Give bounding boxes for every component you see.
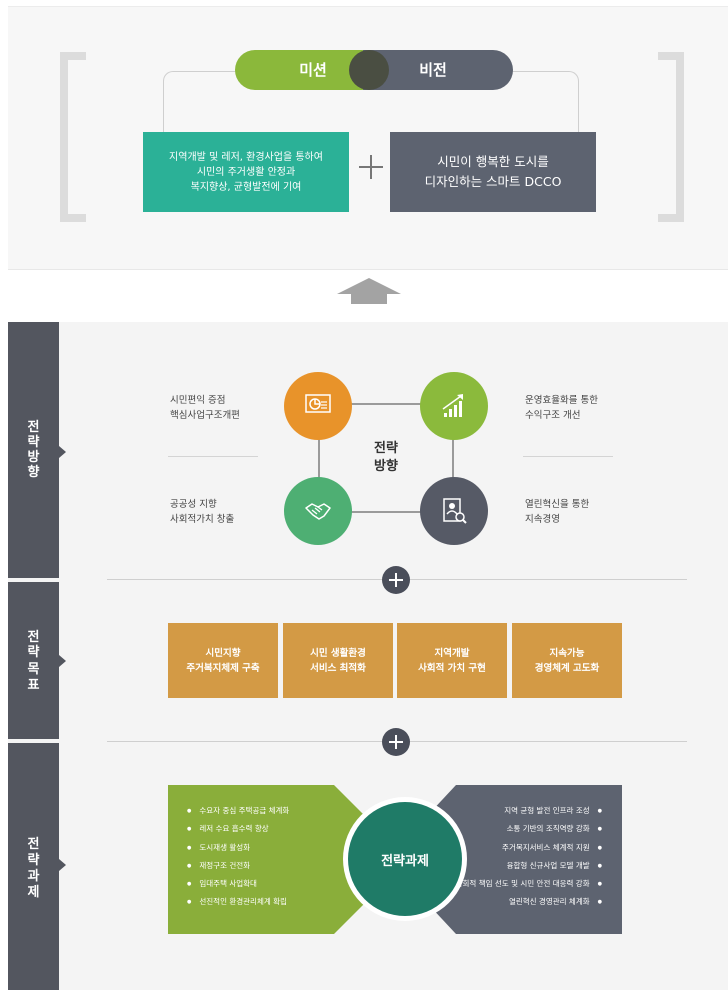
task-item: 도시재생 활성화 <box>187 839 289 857</box>
task-item: 소통 기반의 조직역량 강화 <box>430 820 602 838</box>
direction-text-line: 사회적가치 창출 <box>170 514 235 525</box>
direction-text-public: 공공성 지향 사회적가치 창출 <box>170 497 234 527</box>
task-item: 선진적인 환경관리체계 확립 <box>187 893 289 911</box>
side-label-char: 목 <box>27 662 40 677</box>
goal-text-line: 서비스 최적화 <box>310 662 366 674</box>
mission-box: 지역개발 및 레저, 환경사업을 통하여 시민의 주거생활 안정과 복지향상, … <box>143 132 349 212</box>
task-center-title: 전략과제 <box>381 853 429 869</box>
goal-text-line: 사회적 가치 구현 <box>418 662 486 674</box>
side-label-char: 향 <box>27 465 40 480</box>
side-label-arrow <box>59 859 66 871</box>
direction-text-line: 공공성 지향 <box>170 499 217 510</box>
mission-text-line: 시민의 주거생활 안정과 <box>196 166 296 178</box>
direction-center-title: 전략 방향 <box>356 440 416 476</box>
direction-text-citizen: 시민편익 증점 핵심사업구조개편 <box>170 393 240 423</box>
side-label-task: 전 략 과 제 <box>8 743 66 990</box>
mission-text-line: 지역개발 및 레저, 환경사업을 통하여 <box>169 151 323 163</box>
handshake-icon <box>305 503 331 520</box>
side-label-char: 전 <box>27 420 40 435</box>
vision-label: 비전 <box>419 61 447 79</box>
direction-connector-square <box>318 403 454 513</box>
direction-separator <box>168 456 258 457</box>
up-arrow-icon <box>337 278 401 304</box>
plus-circle-icon <box>382 566 410 594</box>
goal-text-line: 지속가능 <box>549 647 585 659</box>
side-label-arrow <box>59 446 66 458</box>
side-label-goal: 전 략 목 표 <box>8 582 66 739</box>
direction-text-line: 지속경영 <box>525 514 560 525</box>
task-item: 재정구조 건전화 <box>187 857 289 875</box>
mission-vision-panel: 미션 비전 지역개발 및 레저, 환경사업을 통하여 시민의 주거생활 안정과 … <box>8 6 728 270</box>
direction-text-line: 시민편익 증점 <box>170 395 226 406</box>
task-list-left: 수요자 중심 주택공급 체계화 레저 수요 흡수력 향상 도시재생 활성화 재정… <box>187 802 289 912</box>
side-label-char: 과 <box>27 869 40 884</box>
direction-text-operation: 운영효율화를 통한 수익구조 개선 <box>525 393 598 423</box>
left-bracket <box>60 52 86 222</box>
task-item: 지역 균형 발전 인프라 조성 <box>430 802 602 820</box>
presentation-chart-icon <box>305 394 331 413</box>
task-item: 융합형 신규사업 모델 개발 <box>430 857 602 875</box>
direction-separator <box>523 456 613 457</box>
side-label-char: 전 <box>27 630 40 645</box>
innovation-direction-circle <box>420 477 488 545</box>
side-label-char: 제 <box>27 885 40 900</box>
task-item: 임대주택 사업확대 <box>187 875 289 893</box>
side-label-direction: 전 략 방 향 <box>8 322 66 578</box>
side-label-char: 전 <box>27 837 40 852</box>
side-label-char: 략 <box>27 435 40 450</box>
side-label-char: 표 <box>27 678 40 693</box>
growth-chart-icon <box>442 394 463 417</box>
direction-title-line: 방향 <box>374 459 398 474</box>
public-direction-circle <box>284 477 352 545</box>
mission-text-line: 복지향상, 균형발전에 기여 <box>190 181 302 193</box>
document-search-icon <box>443 498 467 524</box>
mission-connector-line <box>163 71 264 137</box>
side-label-char: 략 <box>27 853 40 868</box>
citizen-direction-circle <box>284 372 352 440</box>
task-item: 레저 수요 흡수력 향상 <box>187 820 289 838</box>
task-item: 사회적 책임 선도 및 시민 안전 대응력 강화 <box>430 875 602 893</box>
plus-circle-icon <box>382 728 410 756</box>
vision-text-line: 디자인하는 스마트 DCCO <box>424 174 562 189</box>
plus-icon <box>359 155 383 179</box>
side-label-char: 략 <box>27 645 40 660</box>
direction-text-line: 운영효율화를 통한 <box>525 395 598 406</box>
vision-text-line: 시민이 행복한 도시를 <box>437 154 549 169</box>
right-bracket <box>658 52 684 222</box>
goal-text-line: 지역개발 <box>434 647 470 659</box>
goal-text-line: 시민지향 <box>205 647 241 659</box>
side-label-char: 방 <box>27 450 40 465</box>
direction-text-line: 열린혁신을 통한 <box>525 499 590 510</box>
mission-label: 미션 <box>299 61 327 79</box>
goal-text-line: 주거복지체제 구축 <box>186 662 260 674</box>
task-item: 수요자 중심 주택공급 체계화 <box>187 802 289 820</box>
vision-box: 시민이 행복한 도시를 디자인하는 스마트 DCCO <box>390 132 596 212</box>
direction-text-line: 수익구조 개선 <box>525 410 581 421</box>
side-label-arrow <box>59 655 66 667</box>
task-list-right: 지역 균형 발전 인프라 조성 소통 기반의 조직역량 강화 주거복지서비스 체… <box>430 802 602 912</box>
task-center-circle: 전략과제 <box>348 802 462 916</box>
vision-connector-line <box>478 71 579 137</box>
goal-text-line: 시민 생활환경 <box>310 647 366 659</box>
direction-title-line: 전략 <box>374 441 398 456</box>
operation-direction-circle <box>420 372 488 440</box>
task-item: 주거복지서비스 체계적 지원 <box>430 839 602 857</box>
task-item: 열린혁신 경영관리 체계화 <box>430 893 602 911</box>
direction-text-line: 핵심사업구조개편 <box>170 410 240 421</box>
direction-text-innovation: 열린혁신을 통한 지속경영 <box>525 497 589 527</box>
pill-overlap <box>349 50 389 90</box>
goal-text-line: 경영체계 고도화 <box>534 662 600 674</box>
